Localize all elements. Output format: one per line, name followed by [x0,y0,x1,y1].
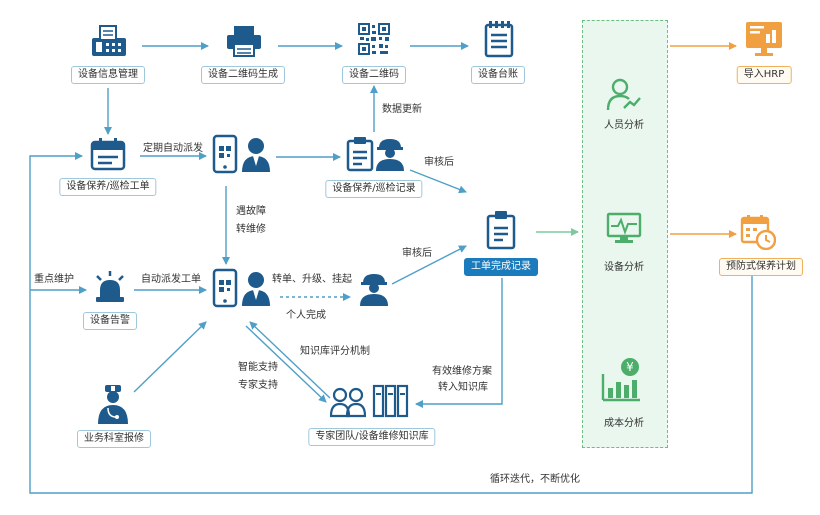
worker-icon-2 [242,272,270,306]
monitor-analysis-icon [606,212,642,243]
ledger-icon [484,21,514,58]
note-expert-support: 专家支持 [238,380,278,391]
note-smart-support: 智能支持 [238,362,278,373]
note-effective-plan: 有效维修方案 [432,366,492,377]
note-to-kb: 转入知识库 [438,382,488,393]
qr-code-icon [358,23,390,55]
node-qr-generate: 设备二维码生成 [201,66,285,84]
node-preventive-plan: 预防式保养计划 [719,258,803,276]
edge-done-to-kb [415,278,503,408]
phone-qr-icon [212,134,238,174]
phone-qr-icon-2 [212,268,238,308]
cost-analysis-icon: ¥ [601,358,640,402]
note-personal-done: 个人完成 [286,310,326,321]
edge-phone-to-kb [245,325,327,403]
clipboard-icon [346,137,374,172]
note-kb-rating: 知识库评分机制 [300,346,370,357]
node-import-hrp: 导入HRP [736,66,792,84]
node-maint-record: 设备保养/巡检记录 [325,180,423,198]
node-order-done: 工单完成记录 [464,258,538,276]
schedule-calendar-icon [740,215,776,250]
helmet-worker-icon-2 [360,274,388,306]
node-dept-report: 业务科室报修 [77,430,151,448]
note-after-review-2: 审核后 [402,248,432,259]
analysis-cost-label: 成本分析 [604,418,644,429]
node-qr-code: 设备二维码 [342,66,406,84]
node-knowledge-base: 专家团队/设备维修知识库 [308,428,436,446]
analysis-person-label: 人员分析 [604,120,644,131]
fax-icon [92,25,126,56]
edge-record-to-done [409,169,467,194]
expert-team-icon [330,387,366,418]
note-to-repair: 转维修 [236,224,266,235]
worker-icon [242,138,270,172]
completed-clipboard-icon [486,211,516,250]
hrp-monitor-icon [746,22,782,56]
edge-kb-to-phone [249,321,331,399]
node-device-info: 设备信息管理 [71,66,145,84]
knowledge-base-icon [372,384,409,418]
edge-loop [29,152,753,494]
note-transfer: 转单、升级、挂起 [272,274,352,285]
person-analysis-icon [606,78,641,111]
edge-report-to-phone [133,321,207,393]
analysis-device-label: 设备分析 [604,262,644,273]
helmet-worker-icon [376,139,404,171]
note-auto-dispatch: 自动派发工单 [141,274,201,285]
alarm-light-icon [96,271,124,302]
edge-worker2-to-done [391,245,467,285]
note-data-update: 数据更新 [382,104,422,115]
note-after-review-1: 审核后 [424,157,454,168]
calendar-icon [90,138,126,171]
node-ledger: 设备台账 [471,66,525,84]
doctor-icon [98,385,128,424]
printer-icon [227,26,261,57]
note-loop: 循环迭代，不断优化 [490,474,580,485]
note-key-maint: 重点维护 [34,274,74,285]
note-fault: 遇故障 [236,206,266,217]
node-maint-order: 设备保养/巡检工单 [59,178,157,196]
note-auto-dispatch-periodic: 定期自动派发 [143,143,203,154]
node-alarm: 设备告警 [83,312,137,330]
svg-text:¥: ¥ [626,360,634,374]
